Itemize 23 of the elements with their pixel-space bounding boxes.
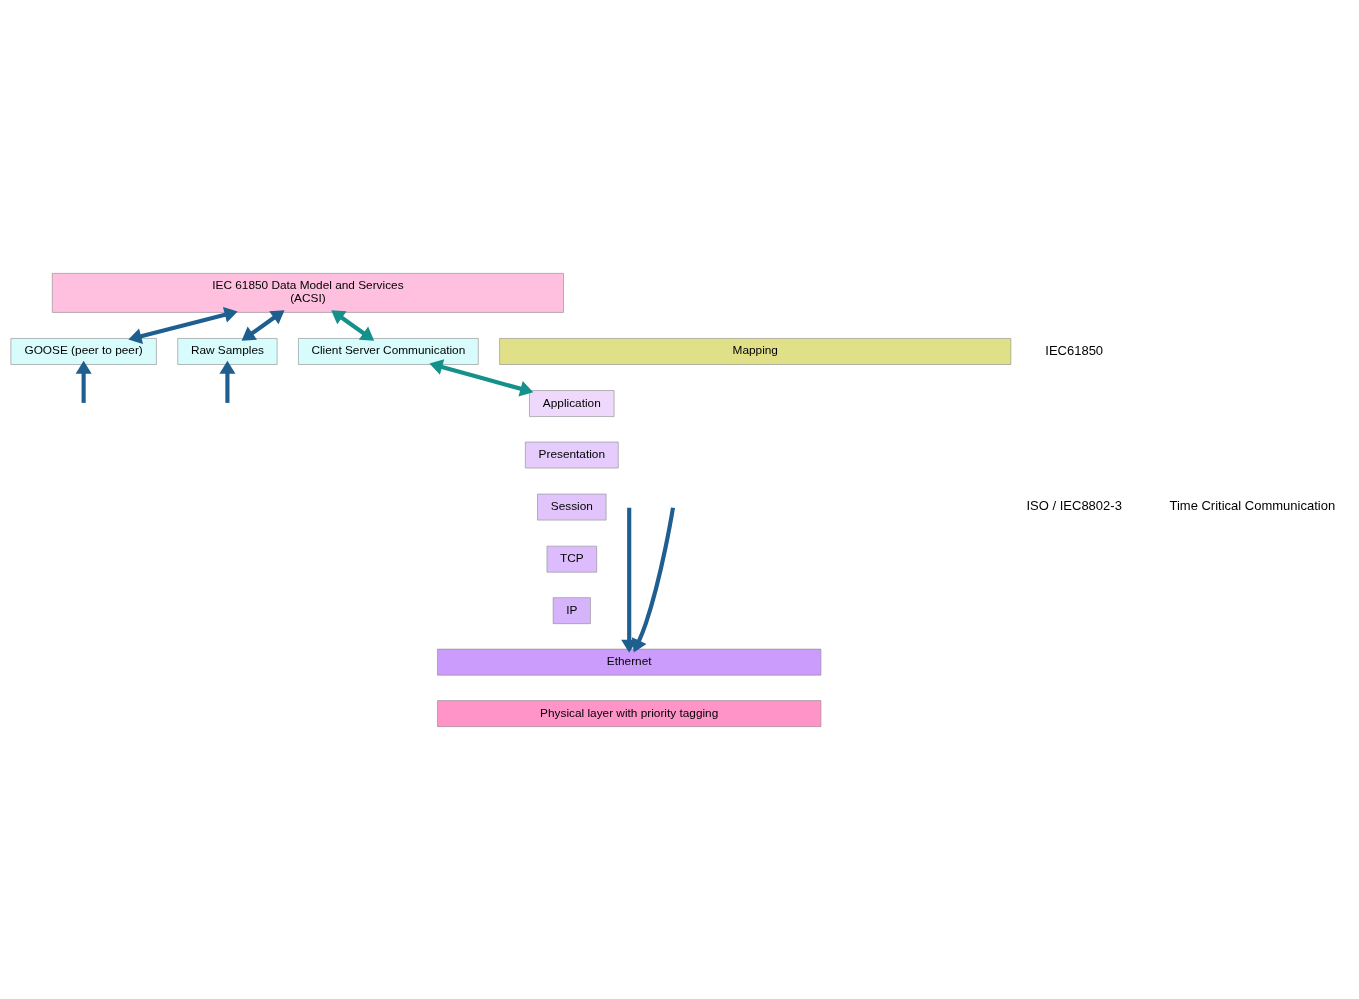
arrow <box>331 309 375 341</box>
node-box: Presentation <box>525 441 619 468</box>
node-box: IP <box>552 596 591 624</box>
label: ISO / IEC8802-3 <box>1026 497 1122 513</box>
arrow <box>219 360 236 403</box>
node-box: Physical layer with priority tagging <box>437 699 822 727</box>
node-box: GOOSE (peer to peer) <box>10 337 157 365</box>
arrow <box>621 506 676 653</box>
node-box: TCP <box>546 545 597 572</box>
arrow <box>429 358 534 396</box>
node-box: Ethernet <box>437 648 822 675</box>
arrow <box>241 309 285 341</box>
label: Time Critical Communication <box>1169 497 1336 513</box>
arrow <box>128 306 238 344</box>
label: IEC61850 <box>1045 342 1104 358</box>
node-box: Raw Samples <box>177 337 278 365</box>
node-box: Session <box>537 493 607 520</box>
arrow <box>75 360 92 403</box>
node-box: Application <box>529 389 615 417</box>
node-box: IEC 61850 Data Model and Services (ACSI) <box>51 272 564 313</box>
node-box: Mapping <box>499 337 1012 365</box>
node-box: Client Server Communication <box>298 337 479 365</box>
arrow <box>621 507 647 653</box>
